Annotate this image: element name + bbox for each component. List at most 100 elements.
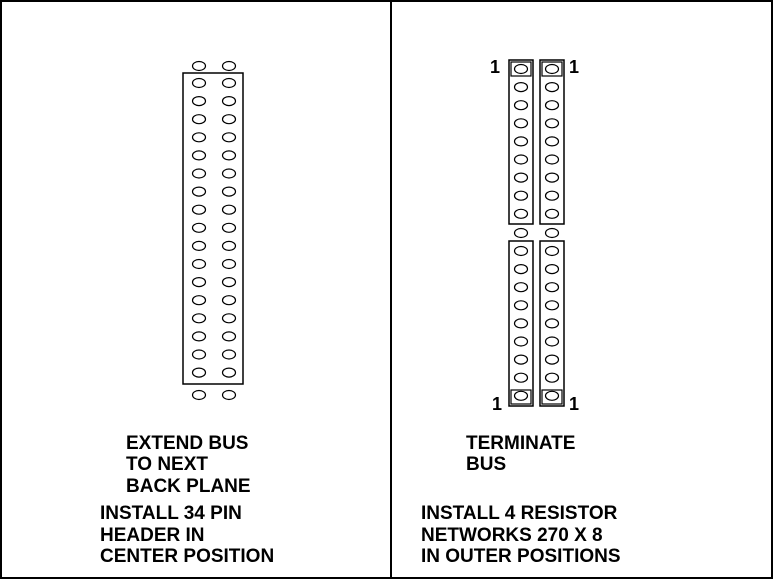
header-pin: [221, 240, 237, 251]
resistor-pin: [513, 354, 529, 365]
header-pin: [191, 331, 207, 342]
resistor-pin: [544, 172, 560, 183]
open-pins-bottom: [191, 389, 237, 401]
pin1-marker-bottom-left: [510, 389, 532, 405]
right-install-line-3: IN OUTER POSITIONS: [421, 546, 621, 567]
resistor-pin: [513, 172, 529, 183]
header-pin: [221, 95, 237, 107]
extend-bus-line-3: BACK PLANE: [126, 476, 251, 497]
header-pin: [191, 277, 207, 288]
resistor-network-top-left: [508, 59, 534, 225]
header-pin: [221, 222, 237, 233]
header-pin: [191, 222, 207, 233]
resistor-pin: [544, 208, 560, 219]
resistor-pin: [513, 282, 529, 293]
header-pin: [221, 204, 237, 215]
header-pin: [191, 186, 207, 197]
extend-bus-line-1: EXTEND BUS: [126, 433, 248, 454]
resistor-pin: [544, 100, 560, 111]
open-pin: [191, 60, 207, 72]
resistor-pin: [544, 318, 560, 329]
left-install-line-3: CENTER POSITION: [100, 546, 274, 567]
resistor-pin: [513, 264, 529, 275]
extend-bus-line-2: TO NEXT: [126, 454, 208, 475]
open-pin: [544, 227, 560, 239]
resistor-pin: [513, 154, 529, 165]
header-pin: [191, 204, 207, 215]
resistor-pin: [544, 390, 560, 401]
header-pin: [221, 349, 237, 360]
header-pin: [191, 150, 207, 161]
header-pin: [221, 132, 237, 143]
resistor-pin: [513, 245, 529, 257]
resistor-network-pins: [513, 63, 560, 401]
header-pin: [191, 77, 207, 89]
header-pin: [191, 95, 207, 107]
resistor-pin: [513, 136, 529, 147]
header-pin: [221, 277, 237, 288]
pin1-marker-bottom-right: [541, 389, 563, 405]
34-pin-header-outline: [182, 72, 244, 385]
header-pin: [221, 367, 237, 378]
header-pin: [191, 240, 207, 251]
terminate-bus-line-1: TERMINATE: [466, 433, 575, 454]
open-pins-top: [191, 60, 237, 72]
resistor-pin: [513, 208, 529, 219]
resistor-pin: [544, 136, 560, 147]
pin1-label-bottom-right: 1: [569, 394, 579, 414]
resistor-pin: [544, 118, 560, 129]
left-install-line-2: HEADER IN: [100, 525, 205, 546]
resistor-pin: [513, 81, 529, 93]
pin1-label-bottom-left: 1: [492, 394, 502, 414]
header-pin: [191, 132, 207, 143]
resistor-pin: [544, 336, 560, 347]
header-pin: [221, 168, 237, 179]
resistor-pin: [513, 300, 529, 311]
resistor-pin: [513, 390, 529, 401]
resistor-network-bottom-right: [539, 240, 565, 407]
resistor-pin: [513, 118, 529, 129]
header-pin: [221, 295, 237, 306]
resistor-pin: [544, 354, 560, 365]
open-pin: [221, 60, 237, 72]
resistor-pin: [544, 300, 560, 311]
resistor-pin: [513, 372, 529, 383]
resistor-pin: [544, 245, 560, 257]
resistor-network-top-right: [539, 59, 565, 225]
resistor-pin: [513, 190, 529, 201]
resistor-pin: [544, 81, 560, 93]
pin1-label-top-right: 1: [569, 57, 579, 77]
resistor-pin: [544, 63, 560, 75]
header-pin: [191, 313, 207, 324]
resistor-pin: [544, 190, 560, 201]
header-pin: [221, 77, 237, 89]
header-pin: [221, 331, 237, 342]
resistor-pin: [513, 63, 529, 75]
resistor-pin: [544, 154, 560, 165]
terminate-bus-line-2: BUS: [466, 454, 506, 475]
pin1-label-top-left: 1: [490, 57, 500, 77]
resistor-pin: [513, 336, 529, 347]
left-panel: EXTEND BUS TO NEXT BACK PLANE INSTALL 34…: [100, 60, 274, 567]
open-pin: [191, 389, 207, 401]
right-install-line-1: INSTALL 4 RESISTOR: [421, 503, 618, 524]
right-panel: 1 1 1 1 TERMINATE BUS INSTALL 4 RESISTOR…: [421, 57, 621, 567]
open-pin: [221, 389, 237, 401]
header-pin: [221, 313, 237, 324]
header-pin: [191, 295, 207, 306]
resistor-network-bottom-left: [508, 240, 534, 407]
right-install-line-2: NETWORKS 270 X 8: [421, 525, 603, 546]
pin1-marker-top-right: [541, 61, 563, 77]
left-install-line-1: INSTALL 34 PIN: [100, 503, 242, 524]
pin1-marker-top-left: [510, 61, 532, 77]
resistor-pin: [544, 372, 560, 383]
34-pin-header-pins: [191, 77, 237, 378]
header-pin: [221, 114, 237, 125]
resistor-pin: [544, 264, 560, 275]
resistor-pin: [544, 282, 560, 293]
header-pin: [191, 168, 207, 179]
resistor-pin: [513, 100, 529, 111]
open-pin: [513, 227, 529, 239]
